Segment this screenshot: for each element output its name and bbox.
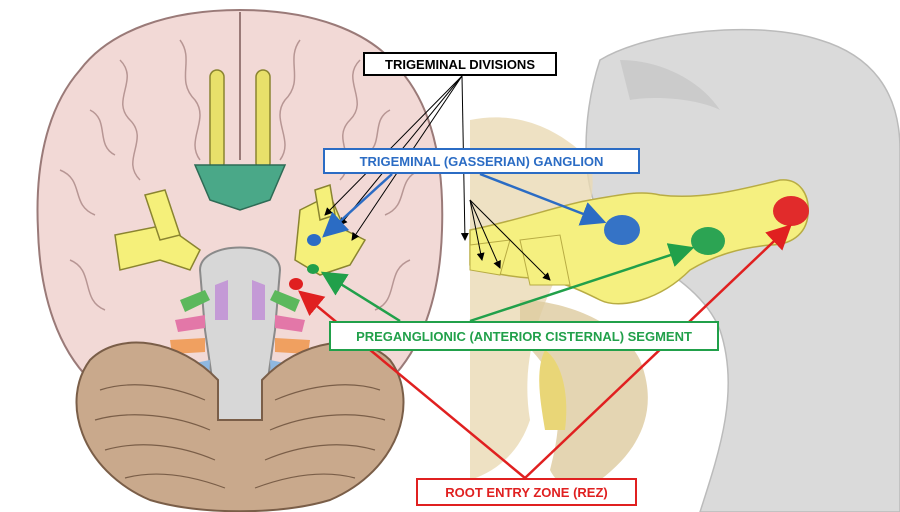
- trigeminal-ganglion-label: TRIGEMINAL (GASSERIAN) GANGLION: [323, 148, 640, 174]
- rez-marker-small: [289, 278, 303, 290]
- preganglionic-segment-label: PREGANGLIONIC (ANTERIOR CISTERNAL) SEGME…: [329, 321, 719, 351]
- rez-marker: [773, 196, 809, 226]
- brain-base-illustration: [37, 10, 442, 511]
- trigeminal-divisions-label: TRIGEMINAL DIVISIONS: [363, 52, 557, 76]
- ganglion-marker: [604, 215, 640, 245]
- preganglionic-marker-small: [307, 264, 319, 274]
- preganglionic-marker: [691, 227, 725, 255]
- ganglion-marker-small: [307, 234, 321, 246]
- magnified-trigeminal-illustration: [470, 30, 900, 512]
- root-entry-zone-label: ROOT ENTRY ZONE (REZ): [416, 478, 637, 506]
